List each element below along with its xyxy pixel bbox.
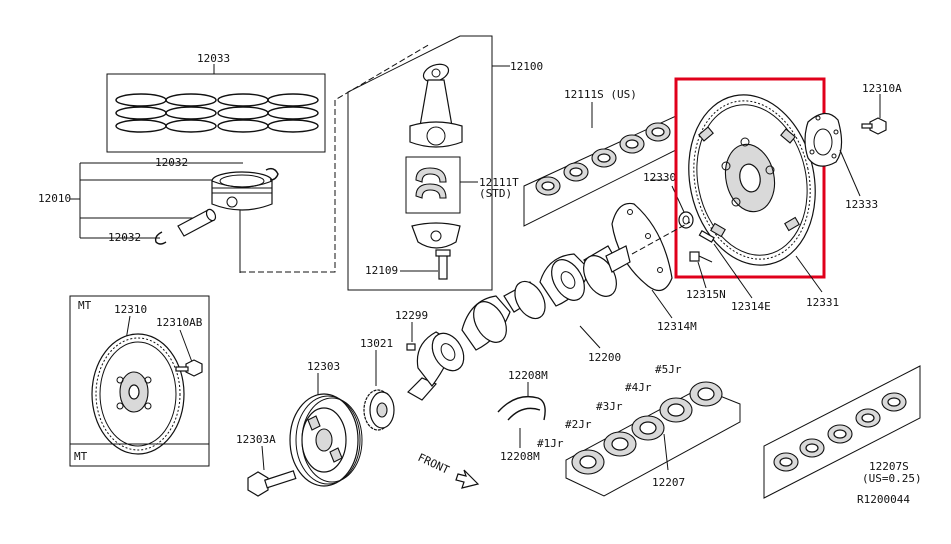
label-12314E: 12314E [731, 300, 771, 313]
piston-group[interactable]: 12010 12032 12032 [38, 156, 279, 273]
front-label: FRONT [416, 451, 452, 477]
crank-pulley-icon [289, 393, 363, 487]
label-12299: 12299 [395, 309, 428, 322]
label-5jr: #5Jr [655, 363, 682, 376]
label-12111T: 12111T [479, 176, 519, 189]
mt-flywheel-group[interactable]: MT 12310 12310AB MT [69, 295, 210, 467]
label-12330: 12330 [643, 171, 676, 184]
label-mt-bottom: MT [74, 450, 88, 463]
label-12033: 12033 [197, 52, 230, 65]
main-bearing-caps-icon [571, 381, 723, 475]
crankshaft-group[interactable]: 12200 [407, 221, 691, 401]
main-bearing-set-group[interactable]: #1Jr #2Jr #3Jr #4Jr #5Jr 12207 [537, 363, 741, 497]
label-12207S: 12207S [869, 460, 909, 473]
key-12299-group[interactable]: 12299 [395, 309, 428, 351]
label-12310: 12310 [114, 303, 147, 316]
label-12100: 12100 [510, 60, 543, 73]
label-12032-top: 12032 [155, 156, 188, 169]
label-12303A: 12303A [236, 433, 276, 446]
label-12331: 12331 [806, 296, 839, 309]
woodruff-key-icon [406, 343, 416, 351]
label-12032-bottom: 12032 [108, 231, 141, 244]
rod-bolt-icon [435, 249, 451, 280]
label-12208M-bottom: 12208M [500, 450, 540, 463]
bolt-12310A-group[interactable]: 12310A [861, 82, 902, 135]
piston-ring-stack [115, 93, 319, 133]
label-12010: 12010 [38, 192, 71, 205]
seal-retainer-group[interactable]: 12314M 12330 [611, 171, 697, 333]
main-bearing-us-group[interactable]: 12207S (US=0.25) [763, 365, 922, 499]
label-4jr: #4Jr [625, 381, 652, 394]
diagram-ref-code: R1200044 [857, 493, 910, 506]
piston-pin-icon [177, 208, 217, 237]
piston-icon [211, 171, 273, 273]
flywheel-icon [91, 333, 185, 455]
crankshaft-icon [407, 245, 631, 401]
label-1jr: #1Jr [537, 437, 564, 450]
rod-cap-icon [411, 222, 461, 249]
label-std-note: (STD) [479, 187, 512, 200]
adapter-plate-icon [804, 112, 843, 167]
label-12200: 12200 [588, 351, 621, 364]
label-12315N: 12315N [686, 288, 726, 301]
label-mt: MT [78, 299, 92, 312]
label-12310A: 12310A [862, 82, 902, 95]
flywheel-bolt-icon [175, 359, 203, 377]
connecting-rod-icon [409, 63, 463, 148]
rod-bearing-icon [415, 167, 447, 199]
label-12314M: 12314M [657, 320, 697, 333]
label-3jr: #3Jr [596, 400, 623, 413]
pulley-group[interactable]: 12303 [289, 360, 363, 487]
piston-rings-group[interactable]: 12033 [106, 52, 326, 153]
pilot-bushing-icon [678, 211, 694, 229]
main-bearing-upper-group[interactable]: 12111S (US) [523, 88, 677, 227]
hex-bolt-icon [861, 117, 887, 135]
sprocket-group[interactable]: 13021 [360, 337, 395, 431]
label-12109: 12109 [365, 264, 398, 277]
label-12303: 12303 [307, 360, 340, 373]
label-2jr: #2Jr [565, 418, 592, 431]
label-12310AB: 12310AB [156, 316, 203, 329]
highlight-box [674, 77, 826, 279]
label-13021: 13021 [360, 337, 393, 350]
label-12333: 12333 [845, 198, 878, 211]
sprocket-icon [363, 389, 395, 431]
drive-plate-highlight-group[interactable] [673, 77, 830, 279]
drive-plate-icon [688, 94, 816, 266]
label-12208M-top: 12208M [508, 369, 548, 382]
drive-plate-fasteners-group[interactable]: 12315N 12314E 12331 [686, 229, 839, 313]
assembly-guide-line [240, 43, 431, 273]
front-arrow-icon [455, 469, 480, 489]
plate-12333-group[interactable]: 12333 [804, 112, 878, 211]
con-rod-group[interactable]: 12100 12111T (STD) 12109 [347, 35, 543, 291]
front-indicator: FRONT [416, 451, 480, 489]
main-bearing-shells-icon [535, 122, 671, 196]
pin-clip-icon [154, 167, 279, 245]
label-12111S: 12111S (US) [564, 88, 637, 101]
label-us-note: (US=0.25) [862, 472, 922, 485]
rear-plate-icon [611, 202, 673, 292]
small-bolt-icon [689, 251, 713, 263]
pulley-bolt-icon [247, 470, 297, 497]
thrust-washer-icon [497, 395, 546, 421]
drive-bolt-icon [698, 229, 715, 243]
label-12207: 12207 [652, 476, 685, 489]
pulley-bolt-group[interactable]: 12303A [236, 433, 297, 497]
main-bearing-us-shells-icon [773, 392, 907, 472]
thrust-washer-group[interactable]: 12208M 12208M [497, 369, 548, 463]
